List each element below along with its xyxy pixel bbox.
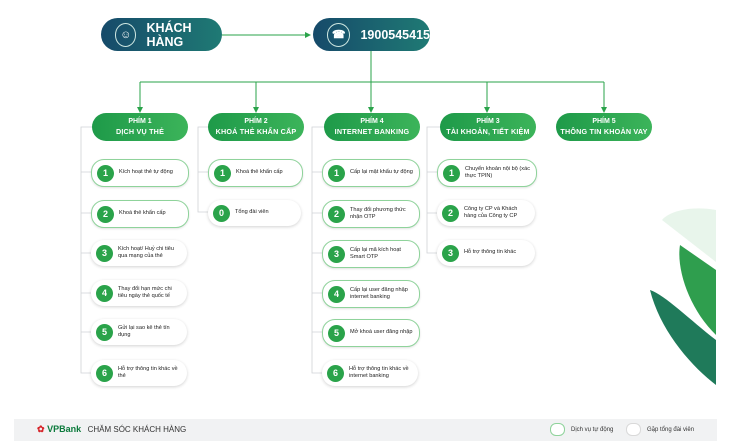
- option-number-badge: 4: [328, 285, 345, 303]
- key-title: THÔNG TIN KHOẢN VAY: [560, 127, 648, 136]
- option-number-badge: 3: [328, 245, 345, 263]
- customer-node: ☺ KHÁCH HÀNG: [101, 18, 222, 51]
- option-item: 1 Khoá thẻ khẩn cấp: [208, 159, 303, 187]
- option-number-badge: 4: [96, 284, 113, 302]
- legend-auto: Dịch vụ tự động: [550, 423, 613, 436]
- option-item: 1 Kích hoạt thẻ tự động: [91, 159, 189, 187]
- option-label: Thay đổi phương thức nhận OTP: [350, 206, 406, 220]
- customer-service-person-icon: ☺: [115, 22, 137, 47]
- option-number-badge: 6: [327, 364, 344, 382]
- option-item: 4 Thay đổi hạn mức chi tiêu ngày thẻ quốc…: [91, 280, 187, 306]
- option-number-badge: 2: [442, 204, 459, 222]
- option-label: Kích hoạt thẻ tự động: [119, 169, 173, 176]
- legend-auto-swatch: [550, 423, 565, 436]
- key-5-pill: PHÍM 5 THÔNG TIN KHOẢN VAY: [556, 113, 652, 141]
- option-number-badge: 5: [96, 323, 113, 341]
- key-3-pill: PHÍM 4 INTERNET BANKING: [324, 113, 420, 141]
- hotline-node: ☎ 1900545415: [313, 18, 430, 51]
- legend-auto-label: Dịch vụ tự động: [571, 426, 614, 433]
- option-number-badge: 2: [97, 205, 114, 223]
- legend-agent-label: Gặp tổng đài viên: [647, 426, 695, 433]
- key-number: PHÍM 4: [360, 118, 384, 125]
- option-label: Khoá thẻ khẩn cấp: [119, 210, 166, 217]
- brand-tagline: CHĂM SÓC KHÁCH HÀNG: [87, 425, 187, 434]
- key-number: PHÍM 1: [128, 118, 152, 125]
- legend-agent-swatch: [626, 423, 641, 436]
- option-number-badge: 1: [328, 164, 345, 182]
- key-4-pill: PHÍM 3 TÀI KHOẢN, TIẾT KIỆM: [440, 113, 536, 141]
- leaf-decoration-large: [650, 290, 716, 385]
- option-item: 2 Khoá thẻ khẩn cấp: [91, 200, 189, 228]
- option-number-badge: 2: [328, 205, 345, 223]
- option-item: 2 Công ty CP và Khách hàng của Công ty CP: [437, 200, 535, 226]
- option-number-badge: 5: [328, 324, 345, 342]
- option-label: Hỗ trợ thông tin khác về internet bankin…: [349, 365, 409, 379]
- hotline-number: 1900545415: [360, 27, 430, 42]
- option-item: 6 Hỗ trợ thông tin khác về internet banki…: [322, 360, 418, 386]
- option-number-badge: 3: [96, 244, 113, 262]
- key-number: PHÍM 2: [244, 118, 268, 125]
- key-number: PHÍM 3: [476, 118, 500, 125]
- call-center-headset-icon: ☎: [327, 22, 351, 47]
- leaf-decoration-small: [662, 208, 716, 262]
- option-label: Gửi lại sao kê thẻ tín dụng: [118, 324, 170, 338]
- option-item: 5 Gửi lại sao kê thẻ tín dụng: [91, 319, 187, 345]
- key-2-pill: PHÍM 2 KHOÁ THẺ KHẨN CẤP: [208, 113, 304, 141]
- option-label: Cấp lại mã kích hoạt Smart OTP: [350, 246, 401, 260]
- option-number-badge: 1: [97, 164, 114, 182]
- vpbank-logo-icon: ✿: [37, 424, 45, 434]
- option-label: Khoá thẻ khẩn cấp: [236, 169, 283, 176]
- option-label: Chuyển khoản nội bộ (xác thực TPIN): [465, 165, 530, 179]
- option-label: Tổng đài viên: [235, 209, 269, 216]
- option-item: 3 Cấp lại mã kích hoạt Smart OTP: [322, 240, 420, 268]
- option-number-badge: 6: [96, 364, 113, 382]
- option-number-badge: 1: [443, 164, 460, 182]
- option-item: 1 Cấp lại mật khẩu tự động: [322, 159, 420, 187]
- option-item: 4 Cấp lại user đăng nhập internet banking: [322, 280, 420, 308]
- option-label: Cấp lại mật khẩu tự động: [350, 169, 413, 176]
- legend-agent: Gặp tổng đài viên: [626, 423, 694, 436]
- option-item: 5 Mở khoá user đăng nhập: [322, 319, 420, 347]
- brand-block: ✿ VPBank CHĂM SÓC KHÁCH HÀNG: [37, 424, 186, 435]
- option-item: 0 Tổng đài viên: [208, 200, 301, 226]
- option-number-badge: 1: [214, 164, 231, 182]
- option-label: Công ty CP và Khách hàng của Công ty CP: [464, 205, 518, 219]
- option-item: 1 Chuyển khoản nội bộ (xác thực TPIN): [437, 159, 537, 187]
- key-title: TÀI KHOẢN, TIẾT KIỆM: [446, 127, 530, 136]
- key-title: DỊCH VỤ THẺ: [115, 127, 165, 136]
- option-item: 3 Hỗ trợ thông tin khác: [437, 240, 535, 266]
- option-number-badge: 3: [442, 244, 459, 262]
- option-label: Hỗ trợ thông tin khác: [464, 249, 517, 256]
- option-label: Kích hoạt/ Huỷ chi tiêu qua mạng của thẻ: [118, 245, 174, 259]
- key-1-pill: PHÍM 1 DỊCH VỤ THẺ: [92, 113, 188, 141]
- option-item: 2 Thay đổi phương thức nhận OTP: [322, 200, 420, 228]
- leaf-decoration-mid: [679, 245, 716, 335]
- key-number: PHÍM 5: [592, 118, 616, 125]
- key-title: INTERNET BANKING: [334, 127, 410, 136]
- customer-label: KHÁCH HÀNG: [146, 20, 192, 49]
- option-item: 6 Hỗ trợ thông tin khác về thẻ: [91, 360, 187, 386]
- option-label: Hỗ trợ thông tin khác về thẻ: [118, 365, 178, 379]
- option-label: Cấp lại user đăng nhập internet banking: [350, 286, 408, 300]
- footer-bar: ✿ VPBank CHĂM SÓC KHÁCH HÀNG Dịch vụ tự …: [14, 419, 717, 441]
- option-label: Mở khoá user đăng nhập: [350, 329, 413, 336]
- brand-name: VPBank: [47, 424, 82, 434]
- option-label: Thay đổi hạn mức chi tiêu ngày thẻ quốc …: [118, 285, 172, 299]
- option-item: 3 Kích hoạt/ Huỷ chi tiêu qua mạng của th…: [91, 240, 187, 266]
- key-title: KHOÁ THẺ KHẨN CẤP: [215, 127, 297, 136]
- option-number-badge: 0: [213, 204, 230, 222]
